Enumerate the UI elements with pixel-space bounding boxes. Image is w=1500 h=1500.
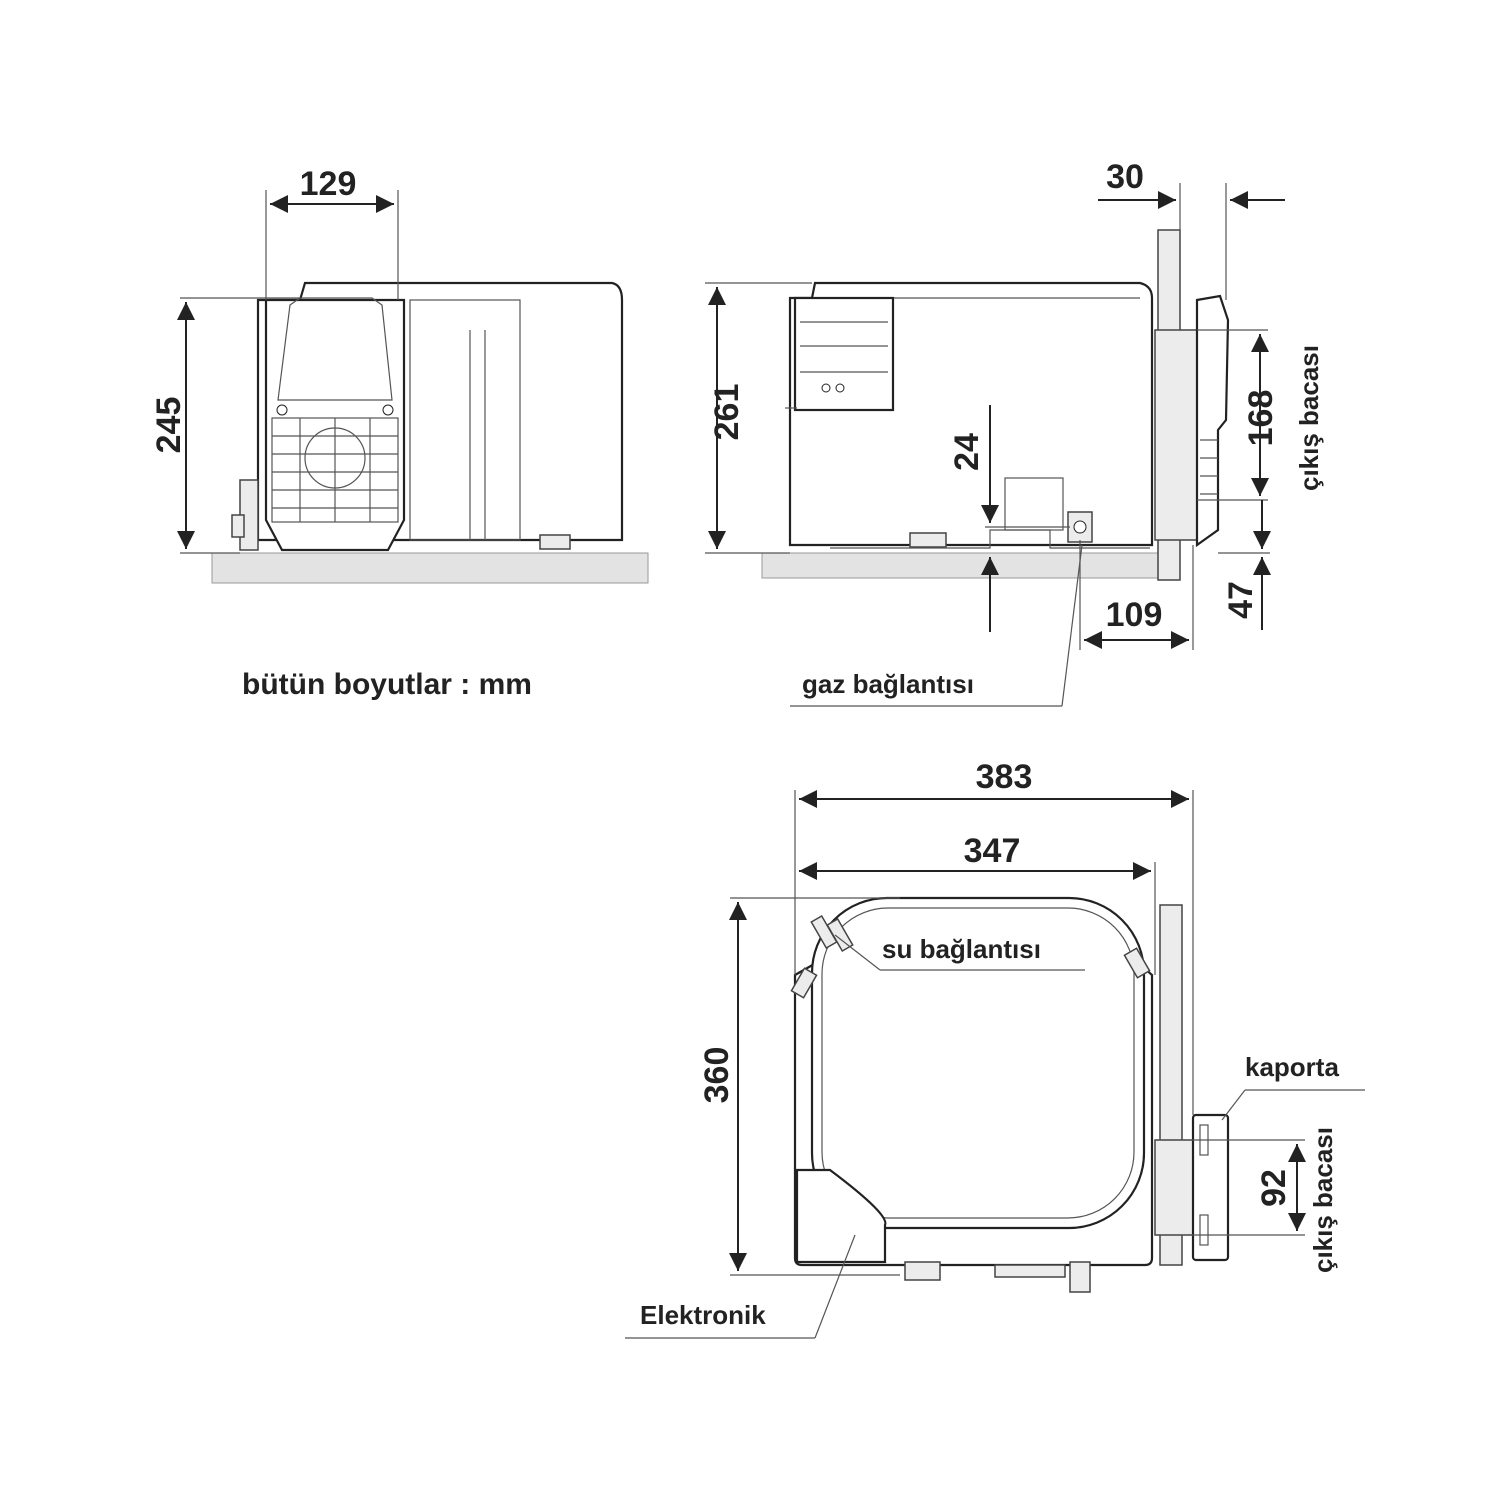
- top-view: 383 347 360 92 su bağlantısı kaporta Ele…: [625, 758, 1365, 1339]
- electronics-bay: [795, 1168, 887, 1264]
- flue-cowl: [1195, 294, 1230, 548]
- water-connection-label: su bağlantısı: [882, 934, 1041, 964]
- dim-30: 30: [1106, 158, 1144, 196]
- dim-168: 168: [1242, 390, 1280, 447]
- side-control-panel: [793, 296, 895, 412]
- dim-383: 383: [976, 758, 1033, 796]
- dim-109: 109: [1106, 596, 1163, 634]
- side-floor: [761, 552, 1171, 579]
- dim-47: 47: [1222, 581, 1260, 619]
- front-floor: [211, 552, 649, 584]
- front-view: 129 245: [150, 165, 649, 584]
- flue-outlet-label-top: çıkış bacası: [1308, 1127, 1338, 1273]
- dim-261: 261: [708, 384, 746, 441]
- gas-connection-label: gaz bağlantısı: [802, 669, 974, 699]
- dim-129: 129: [300, 165, 357, 203]
- electronics-label: Elektronik: [640, 1300, 766, 1330]
- dim-24: 24: [948, 433, 986, 471]
- top-tank: [810, 896, 1146, 1230]
- bottom-fitting: [1069, 1261, 1091, 1293]
- dim-92: 92: [1255, 1169, 1293, 1207]
- top-body-panel: [1191, 1113, 1230, 1262]
- units-note: bütün boyutlar : mm: [242, 668, 532, 701]
- dim-360: 360: [698, 1047, 736, 1104]
- body-panel-label: kaporta: [1245, 1052, 1339, 1082]
- dim-245: 245: [150, 397, 188, 454]
- flue-outlet-label-side: çıkış bacası: [1294, 345, 1324, 491]
- dim-347: 347: [964, 832, 1021, 870]
- side-view: 30 261 24 168 47 109 gaz bağlantısı çıkı…: [705, 158, 1324, 707]
- water-connections: [790, 914, 1151, 999]
- front-grille: [271, 404, 399, 523]
